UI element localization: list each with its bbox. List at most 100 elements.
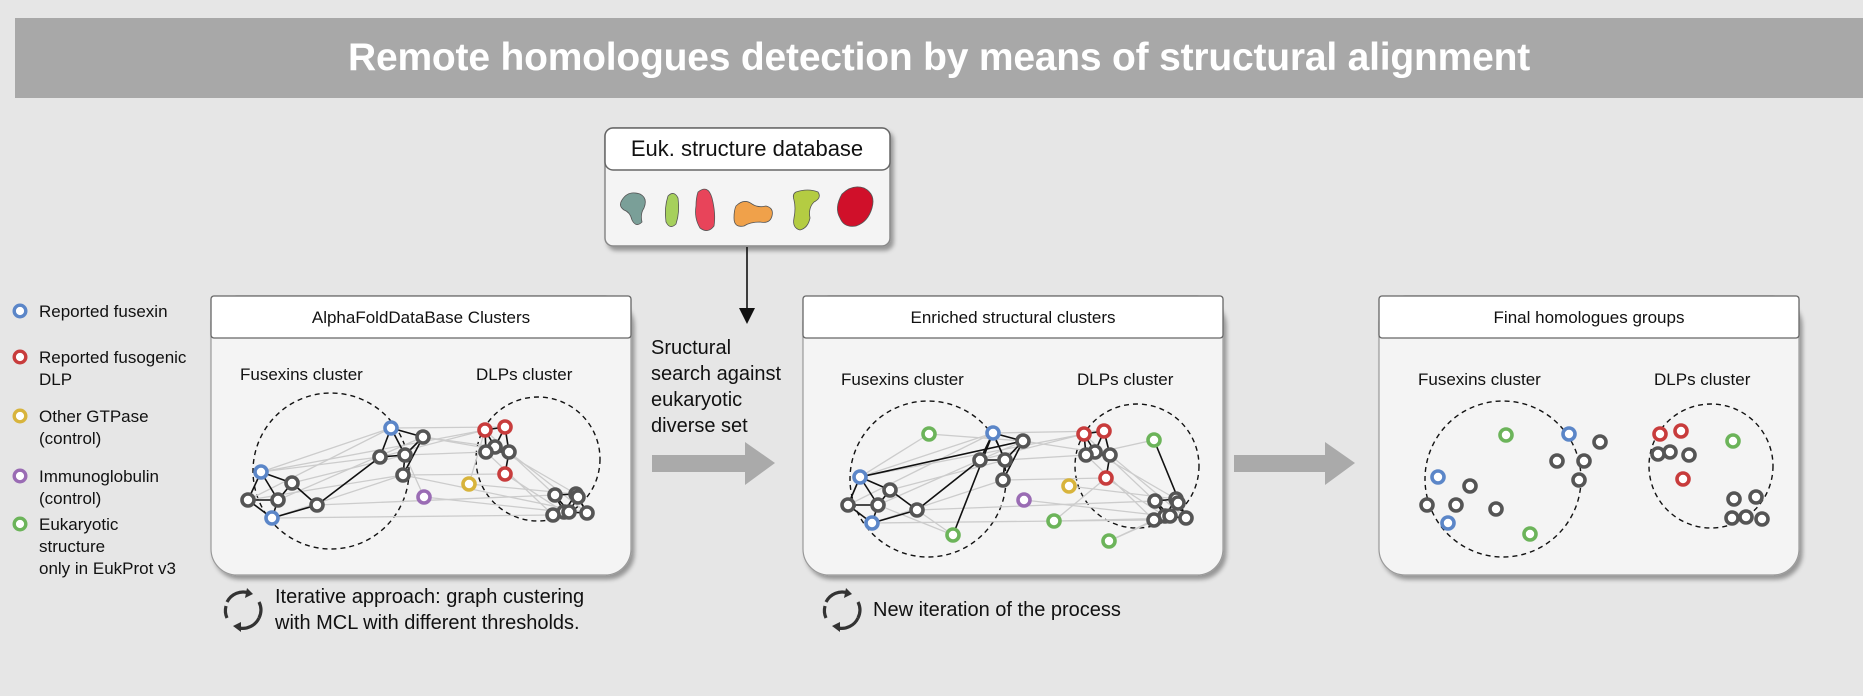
graph-node <box>1096 423 1112 439</box>
graph-edge <box>916 459 981 511</box>
fusexins-cluster-label: Fusexins cluster <box>1418 370 1541 389</box>
graph-edge <box>916 500 1156 511</box>
protein-shape-icon <box>664 193 680 227</box>
graph-node <box>1440 515 1456 531</box>
iteration-text-2: New iteration of the process <box>873 599 1121 621</box>
graph-node <box>1650 446 1666 462</box>
graph-node <box>547 487 563 503</box>
graph-node <box>270 492 286 508</box>
graph-edge <box>1004 454 1087 461</box>
graph-edge <box>404 451 487 456</box>
graph-edge <box>402 474 588 514</box>
graph-edge <box>379 429 486 458</box>
graph-node <box>1738 509 1754 525</box>
graph-node <box>461 476 477 492</box>
graph-node <box>1724 510 1740 526</box>
dlps-cluster-label: DLPs cluster <box>476 365 573 384</box>
graph-edge <box>485 451 554 516</box>
legend-marker <box>12 349 28 365</box>
legend-item: Other GTPase(control) <box>12 407 149 448</box>
graph-edge <box>877 440 1024 506</box>
graph-node <box>397 447 413 463</box>
protein-shape-icon <box>695 188 716 231</box>
graph-edge <box>979 433 1085 461</box>
legend-label: Other GTPase(control) <box>39 407 149 448</box>
graph-edge <box>928 433 1024 442</box>
graph-node <box>1078 447 1094 463</box>
graph-edge <box>468 429 486 485</box>
graph-node <box>995 472 1011 488</box>
graph-node <box>864 515 880 531</box>
graph-edge <box>260 456 381 473</box>
graph-edge <box>859 433 930 478</box>
page-title: Remote homologues detection by means of … <box>15 18 1863 98</box>
graph-node <box>284 475 300 491</box>
graph-node <box>1146 432 1162 448</box>
graph-node <box>1561 426 1577 442</box>
graph-node <box>840 497 856 513</box>
graph-node <box>945 527 961 543</box>
legend-marker <box>12 516 28 532</box>
graph-node <box>497 419 513 435</box>
panel-header <box>802 295 1224 339</box>
legend-marker <box>12 468 28 484</box>
graph-edge <box>952 432 994 536</box>
graph-node <box>1462 478 1478 494</box>
graph-edge <box>316 494 556 506</box>
graph-node <box>579 505 595 521</box>
graph-node <box>1652 426 1668 442</box>
graph-edge <box>1002 477 1107 481</box>
graph-node <box>1146 512 1162 528</box>
legend-item: Reported fusexin <box>12 302 168 321</box>
graph-node <box>1522 526 1538 542</box>
graph-node <box>1725 433 1741 449</box>
graph-node <box>1016 492 1032 508</box>
graph-edge <box>423 496 565 513</box>
search-label: Sructural search against eukaryotic dive… <box>651 337 787 437</box>
graph-edge <box>271 474 404 519</box>
graph-node <box>985 425 1001 441</box>
graph-node <box>1488 501 1504 517</box>
graph-node <box>416 489 432 505</box>
structure-database: Euk. structure database <box>604 127 891 247</box>
graph-node <box>882 482 898 498</box>
graph-node <box>1448 497 1464 513</box>
fusexins-cluster-label: Fusexins cluster <box>841 370 964 389</box>
iteration-note-2: New iteration of the process <box>822 588 1121 632</box>
graph-edge <box>859 433 1085 478</box>
graph-edge <box>1023 499 1166 517</box>
graph-node <box>1430 469 1446 485</box>
graph-node <box>1102 447 1118 463</box>
panel-header <box>1378 295 1800 339</box>
cluster-boundary <box>1648 403 1774 529</box>
graph-edge <box>316 456 381 506</box>
graph-node <box>1549 453 1565 469</box>
graph-node <box>1592 434 1608 450</box>
graph-edge <box>871 519 1155 524</box>
graph-node <box>1681 447 1697 463</box>
graph-node <box>1046 513 1062 529</box>
graph-edge <box>271 504 318 519</box>
graph-edge <box>859 432 994 478</box>
graph-node <box>1170 495 1186 511</box>
graph-edge <box>859 440 1024 478</box>
graph-node <box>1571 472 1587 488</box>
graph-edge <box>871 479 1004 524</box>
protein-shape-icon <box>792 189 820 231</box>
protein-structure-icons <box>620 186 874 231</box>
final-arrow <box>1234 442 1355 485</box>
graph-edge <box>847 432 994 506</box>
protein-shape-icon <box>733 201 773 227</box>
panel-header <box>210 295 632 339</box>
graph-node <box>1662 444 1678 460</box>
panel-title: Final homologues groups <box>1494 308 1685 327</box>
graph-node <box>870 497 886 513</box>
graph-node <box>921 426 937 442</box>
